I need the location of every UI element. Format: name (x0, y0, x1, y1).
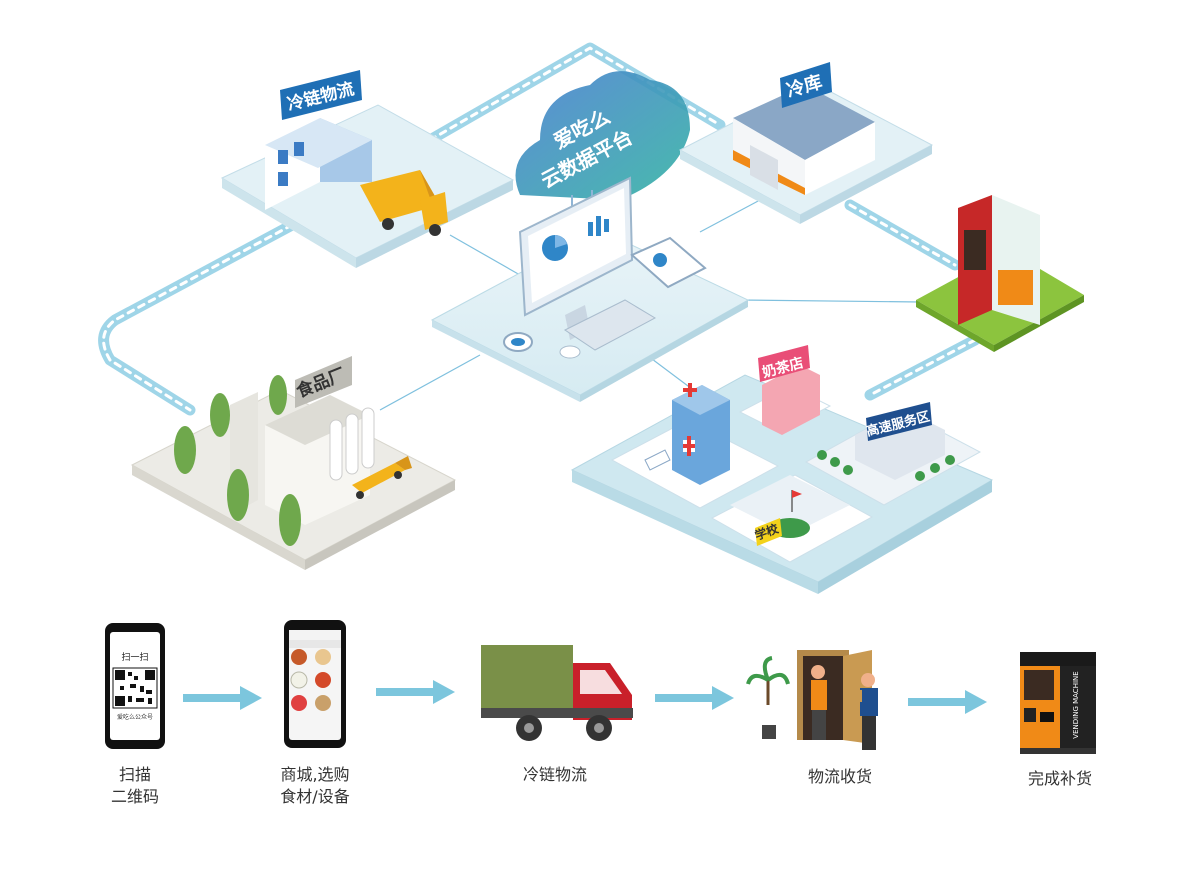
step5-label-line1: 完成补货 (1027, 769, 1092, 788)
cloud-platform: 爱吃么 云数据平台 (515, 71, 690, 218)
qr-caption: 爱吃么公众号 (117, 713, 153, 721)
step3-label: 冷链物流 (500, 764, 610, 786)
tree-icon (174, 375, 301, 546)
tablet-icon (630, 236, 707, 289)
step3-label-line1: 冷链物流 (522, 765, 587, 784)
node-cold-chain-logistics: 冷链物流 (220, 70, 515, 268)
step1-label: 扫描 二维码 (95, 764, 175, 808)
node-vending-site (916, 195, 1084, 352)
machine-side-label: VENDING MACHINE (1072, 671, 1080, 738)
route-dashes (868, 338, 977, 397)
step1-label-line2: 二维码 (110, 787, 159, 806)
mouse-icon (559, 345, 581, 359)
platform-tile (430, 176, 750, 402)
step1-phone: 扫一扫 爱吃么公众号 (105, 623, 165, 749)
step2-label-line1: 商城,选购 (280, 765, 350, 784)
keyboard-icon (564, 299, 657, 351)
step1-label-line1: 扫描 (118, 765, 151, 784)
tanker-truck-icon (352, 456, 412, 499)
route-tube (98, 219, 298, 416)
node-service-points: 奶茶店 高速服务区 学校 (570, 345, 994, 594)
flow-arrow-icon (908, 690, 987, 714)
step4-delivery-icon (746, 650, 878, 750)
qr-title: 扫一扫 (121, 651, 148, 663)
node-cold-storage: 冷库 (678, 62, 934, 224)
step3-truck-icon (481, 645, 633, 741)
route-dashes (428, 46, 722, 142)
step2-label: 商城,选购 食材/设备 (260, 764, 370, 808)
flow-arrow-icon (655, 686, 734, 710)
step4-label-line1: 物流收货 (807, 767, 872, 786)
step4-label: 物流收货 (785, 766, 895, 788)
node-food-factory: 食品厂 (130, 356, 457, 570)
qr-code-icon (112, 667, 158, 709)
food-image-icon (290, 649, 331, 711)
route-dashes (848, 203, 957, 267)
step2-label-line2: 食材/设备 (280, 787, 350, 806)
step5-label: 完成补货 (1005, 768, 1115, 790)
cloud-shape (515, 71, 690, 200)
step5-vending-machine-icon: VENDING MACHINE (1020, 652, 1096, 754)
flow-arrow-icon (376, 680, 455, 704)
tree-icon (817, 450, 955, 481)
flow-arrow-icon (183, 686, 262, 710)
step2-phone (284, 620, 346, 748)
route-dashes (102, 223, 294, 412)
yellow-truck-icon (360, 170, 448, 236)
